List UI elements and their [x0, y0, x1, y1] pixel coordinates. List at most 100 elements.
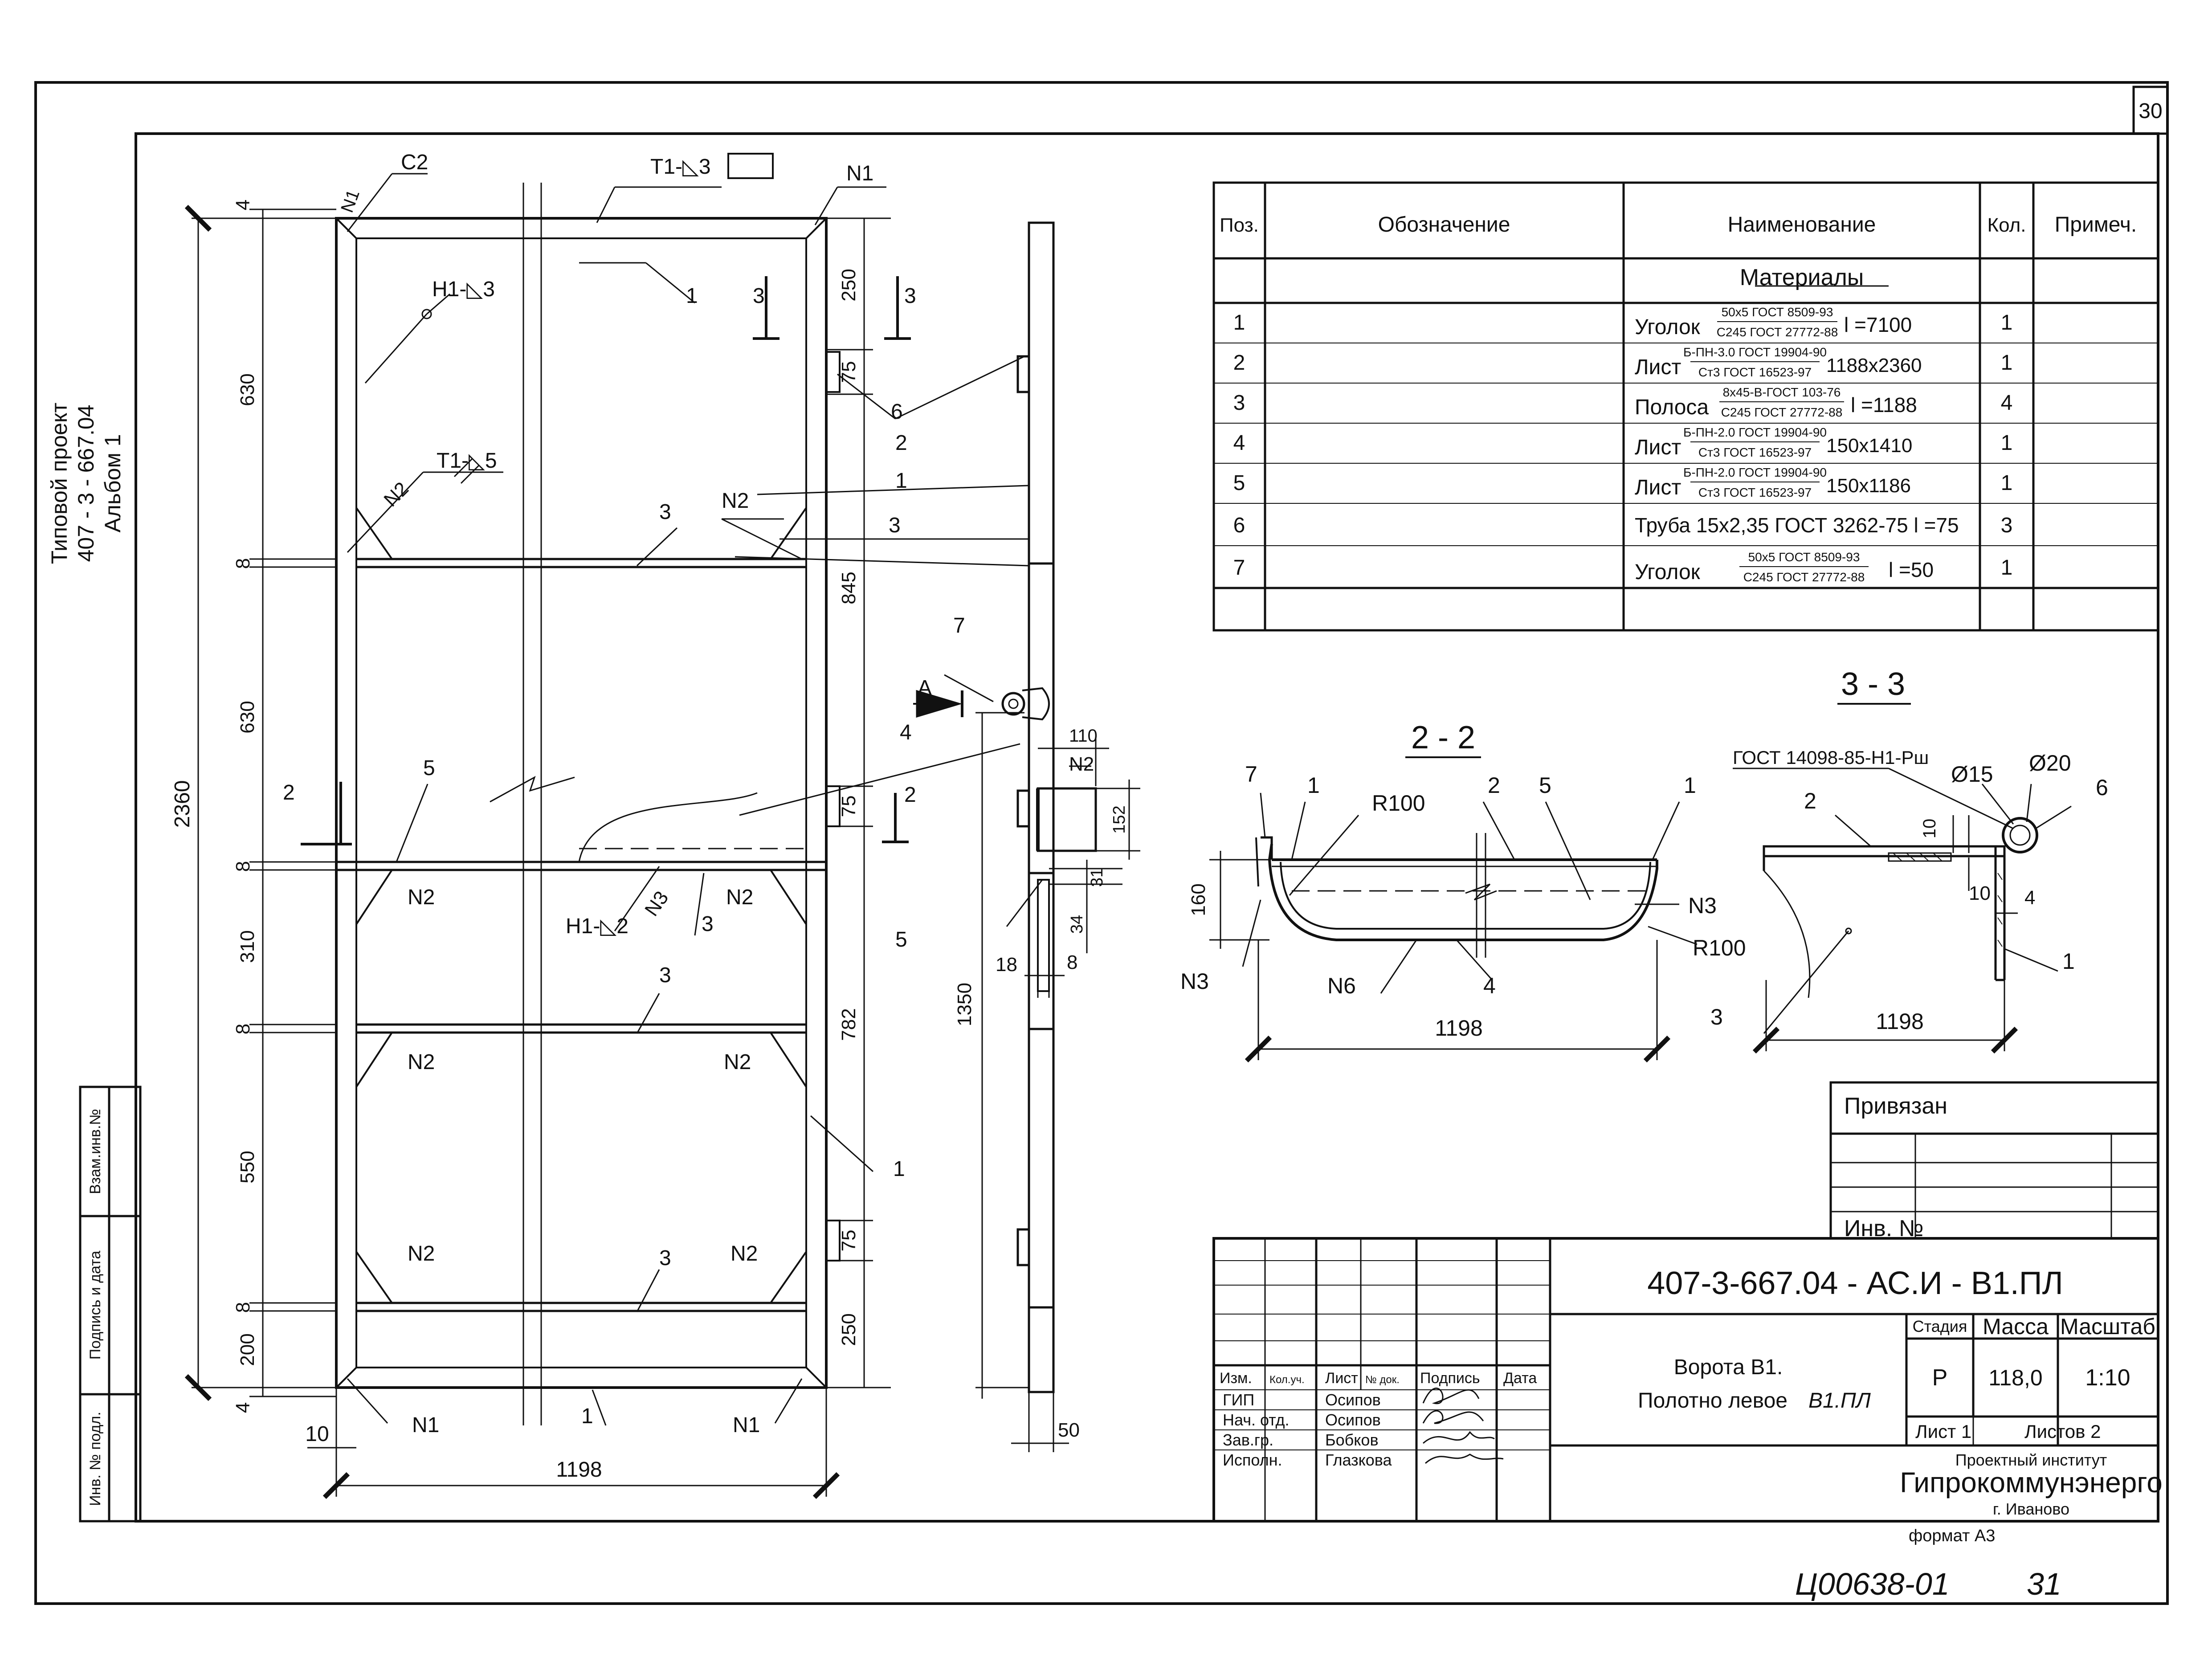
tb-inv-no: Инв. №: [1844, 1216, 1923, 1241]
tb-name-line1: Ворота В1.: [1674, 1355, 1783, 1379]
side-view-a: А: [918, 676, 932, 700]
dim-4-bottom: 4: [232, 1402, 254, 1413]
sec33-label-2: 2: [1804, 788, 1816, 813]
dim-overall-height: 2360: [171, 780, 194, 828]
label-n1-br: N1: [733, 1413, 760, 1437]
spec-row-denominator: С245 ГОСТ 27772-88: [1743, 570, 1865, 584]
spec-row-pos: 1: [1233, 311, 1245, 335]
spec-head-designation: Обозначение: [1378, 213, 1510, 237]
tb-head-data: Дата: [1503, 1370, 1537, 1387]
tb-role-zav: Зав.гр.: [1223, 1431, 1273, 1449]
tb-institute-small: Проектный институт: [1955, 1451, 2107, 1469]
spec-row-denominator: С245 ГОСТ 27772-88: [1717, 325, 1838, 339]
dim-630-b: 630: [237, 701, 258, 733]
tb-name-gip: Осипов: [1325, 1391, 1381, 1409]
tb-name-mark: В1.ПЛ: [1808, 1389, 1871, 1413]
front-view-callouts: 1198 10 С2 N1 Т1-◺3 N1 1 Н1-◺3 3 3 Т1-◺5…: [283, 151, 965, 1482]
spec-row-qty: 1: [2001, 351, 2013, 375]
spec-row-denominator: Ст3 ГОСТ 16523-97: [1698, 486, 1812, 499]
front-view-right-dims: 250 75 845 75 782 75 250: [838, 269, 860, 1346]
spec-row-name: Полоса: [1635, 396, 1709, 419]
label-n2-b-right: N2: [726, 886, 753, 909]
label-n2-a: N2: [722, 489, 749, 513]
spec-row-3: 3 Полоса 8х45-В-ГОСТ 103-76 С245 ГОСТ 27…: [1233, 385, 2013, 419]
sec22-label-1-right: 1: [1684, 773, 1696, 798]
tb-head-podpis: Подпись: [1420, 1370, 1480, 1387]
tb-role-gip: ГИП: [1223, 1391, 1254, 1409]
dim-75-b: 75: [838, 796, 860, 817]
label-pos-6: 6: [891, 400, 903, 424]
spec-row-6: 6 Труба 15х2,35 ГОСТ 3262-75 l =75 3: [1233, 514, 2013, 537]
spec-row-qty: 1: [2001, 471, 2013, 495]
side-dim-31: 31: [1088, 868, 1106, 887]
tb-head-ndok: № док.: [1365, 1374, 1400, 1386]
label-pos-1-bottom: 1: [581, 1404, 593, 1428]
sec33-dim-4: 4: [2024, 887, 2035, 909]
sec33-dim-10-vert: 10: [1920, 819, 1939, 839]
sec22-label-n3-right: N3: [1688, 893, 1717, 918]
tb-scale: 1:10: [2085, 1365, 2130, 1391]
side-dim-152: 152: [1110, 805, 1129, 833]
spec-row-numerator: Б-ПН-3.0 ГОСТ 19904-90: [1683, 345, 1827, 359]
sec22-label-1-left: 1: [1307, 773, 1320, 798]
label-h1-3: Н1-◺3: [432, 278, 495, 301]
spec-row-pos: 3: [1233, 391, 1245, 415]
dim-310: 310: [237, 930, 258, 963]
spec-row-size: 150х1410: [1826, 435, 1912, 457]
spec-head-note: Примеч.: [2055, 213, 2137, 237]
side-view-labels: А 1350 110 N2 152 31 34 18 8 50: [918, 676, 1129, 1441]
spec-row-qty: 3: [2001, 514, 2013, 537]
side-dim-8: 8: [1067, 951, 1077, 973]
spec-head-pos: Поз.: [1220, 214, 1259, 236]
label-pos-2: 2: [895, 431, 907, 455]
spec-row-numerator: 50х5 ГОСТ 8509-93: [1748, 550, 1860, 564]
sec22-label-r100-top: R100: [1372, 791, 1425, 816]
dim-8-c: 8: [232, 1024, 254, 1034]
side-dim-50: 50: [1058, 1419, 1080, 1441]
dim-250-bottom: 250: [838, 1313, 860, 1346]
spec-row-denominator: Ст3 ГОСТ 16523-97: [1698, 365, 1812, 379]
spec-row-4: 4 Лист Б-ПН-2.0 ГОСТ 19904-90 Ст3 ГОСТ 1…: [1233, 425, 2013, 459]
label-h1-2: Н1-◺2: [566, 915, 629, 938]
side-dim-1350: 1350: [954, 983, 975, 1026]
dim-782: 782: [838, 1008, 860, 1041]
spec-table: Поз. Обозначение Наименование Кол. Приме…: [1212, 181, 2159, 632]
label-n1-bl: N1: [412, 1413, 439, 1437]
sec22-label-n3-left: N3: [1180, 969, 1209, 994]
spec-row-name: Уголок: [1635, 560, 1701, 584]
spec-row-pos: 5: [1233, 471, 1245, 495]
strip-label-inv: Инв. № подл.: [87, 1412, 104, 1506]
tb-name-zav: Бобков: [1325, 1431, 1379, 1449]
sec33-d15: Ø15: [1951, 762, 1993, 787]
front-view: [184, 153, 1029, 1499]
spec-row-7: 7 Уголок 50х5 ГОСТ 8509-93 С245 ГОСТ 277…: [1233, 550, 2013, 584]
spec-row-5: 5 Лист Б-ПН-2.0 ГОСТ 19904-90 Ст3 ГОСТ 1…: [1233, 465, 2013, 499]
strip-label-podpis: Подпись и дата: [87, 1251, 104, 1360]
label-t1-3: Т1-◺3: [650, 155, 711, 179]
label-pos-1-c: 1: [893, 1157, 905, 1181]
label-pos-1-top: 1: [686, 284, 698, 308]
sec22-label-r100-bottom: R100: [1693, 935, 1746, 960]
spec-head-name: Наименование: [1728, 213, 1876, 237]
label-pos-5: 5: [423, 756, 435, 780]
tb-sheet: Лист 1: [1915, 1421, 1971, 1442]
side-dim-110: 110: [1069, 726, 1098, 746]
tb-role-isp: Исполн.: [1223, 1451, 1282, 1469]
label-pos-4: 4: [900, 721, 912, 744]
label-pos-7: 7: [953, 614, 965, 637]
sec22-dim-width: 1198: [1435, 1016, 1483, 1041]
section-2-2-title: 2 - 2: [1411, 720, 1475, 755]
title-block: Привязан Инв. № 407-3-667.04 - АС.И - В1…: [1212, 1081, 2163, 1523]
tb-stage: Р: [1932, 1365, 1948, 1391]
spec-row-2: 2 Лист Б-ПН-3.0 ГОСТ 19904-90 Ст3 ГОСТ 1…: [1233, 345, 2013, 379]
dim-845: 845: [838, 572, 860, 604]
spec-row-size: 1188x2360: [1826, 355, 1922, 376]
archive-page: 31: [2027, 1567, 2061, 1601]
side-dim-18: 18: [996, 954, 1017, 976]
spec-row-numerator: 8х45-В-ГОСТ 103-76: [1723, 385, 1841, 399]
spec-row-pos: 6: [1233, 514, 1245, 537]
tb-mass: 118,0: [1988, 1365, 2042, 1390]
spec-head-qty: Кол.: [1987, 214, 2026, 236]
dim-250-top: 250: [838, 269, 860, 301]
tb-head-list: Лист: [1325, 1370, 1358, 1387]
